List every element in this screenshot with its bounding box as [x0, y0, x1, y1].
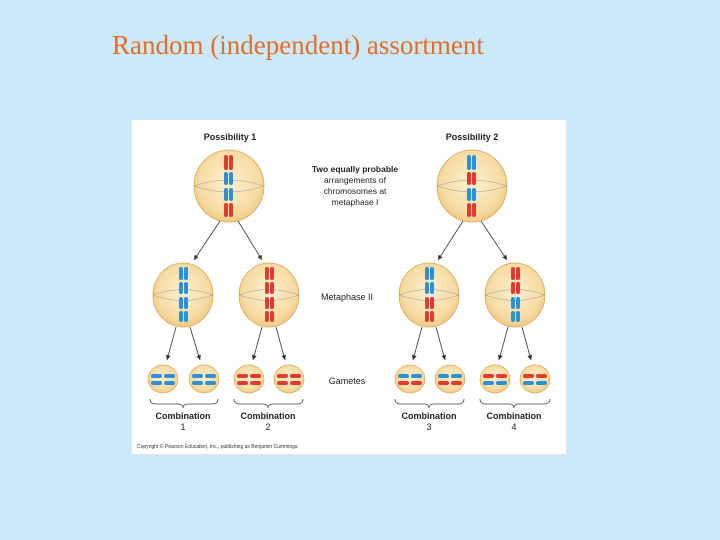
- gamete-3a: [395, 365, 425, 393]
- note-line-2: arrangements of: [324, 175, 387, 185]
- slide-title: Random (independent) assortment: [112, 30, 484, 61]
- combination-1-number: 1: [180, 422, 185, 432]
- combination-2-label: Combination: [241, 411, 296, 421]
- metaphase-ii-cell-1: [153, 263, 213, 327]
- gamete-2b: [274, 365, 304, 393]
- gamete-4a: [480, 365, 510, 393]
- note-line-3: chromosomes at: [324, 186, 387, 196]
- metaphase-ii-cell-3: [399, 263, 459, 327]
- arrows-metaphase-i-to-ii: [194, 221, 507, 260]
- assortment-diagram: Possibility 1 Possibility 2 Two equally …: [132, 120, 566, 454]
- combination-3-label: Combination: [402, 411, 457, 421]
- combination-1-label: Combination: [156, 411, 211, 421]
- gamete-1b: [189, 365, 219, 393]
- note-line-4: metaphase I: [332, 197, 379, 207]
- combination-2-number: 2: [265, 422, 270, 432]
- gamete-2a: [234, 365, 264, 393]
- combination-4-label: Combination: [487, 411, 542, 421]
- copyright-text: Copyright © Pearson Education, Inc., pub…: [137, 443, 299, 450]
- arrows-metaphase-ii-to-gametes: [167, 327, 531, 360]
- metaphase-ii-cell-4: [485, 263, 545, 327]
- possibility-2-label: Possibility 2: [446, 132, 499, 142]
- gamete-1a: [148, 365, 178, 393]
- gamete-4b: [520, 365, 550, 393]
- note-line-1: Two equally probable: [312, 164, 399, 174]
- metaphase-ii-label: Metaphase II: [321, 292, 373, 302]
- combination-4-number: 4: [511, 422, 516, 432]
- possibility-1-metaphase-i-cell: [194, 150, 264, 222]
- combination-brackets: [150, 399, 550, 408]
- possibility-2-metaphase-i-cell: [437, 150, 507, 222]
- possibility-1-label: Possibility 1: [204, 132, 257, 142]
- equal-probability-note: Two equally probable arrangements of chr…: [312, 164, 399, 207]
- metaphase-ii-cell-2: [239, 263, 299, 327]
- figure-panel: Possibility 1 Possibility 2 Two equally …: [131, 119, 567, 455]
- gamete-3b: [435, 365, 465, 393]
- gametes-label: Gametes: [329, 376, 366, 386]
- combination-3-number: 3: [426, 422, 431, 432]
